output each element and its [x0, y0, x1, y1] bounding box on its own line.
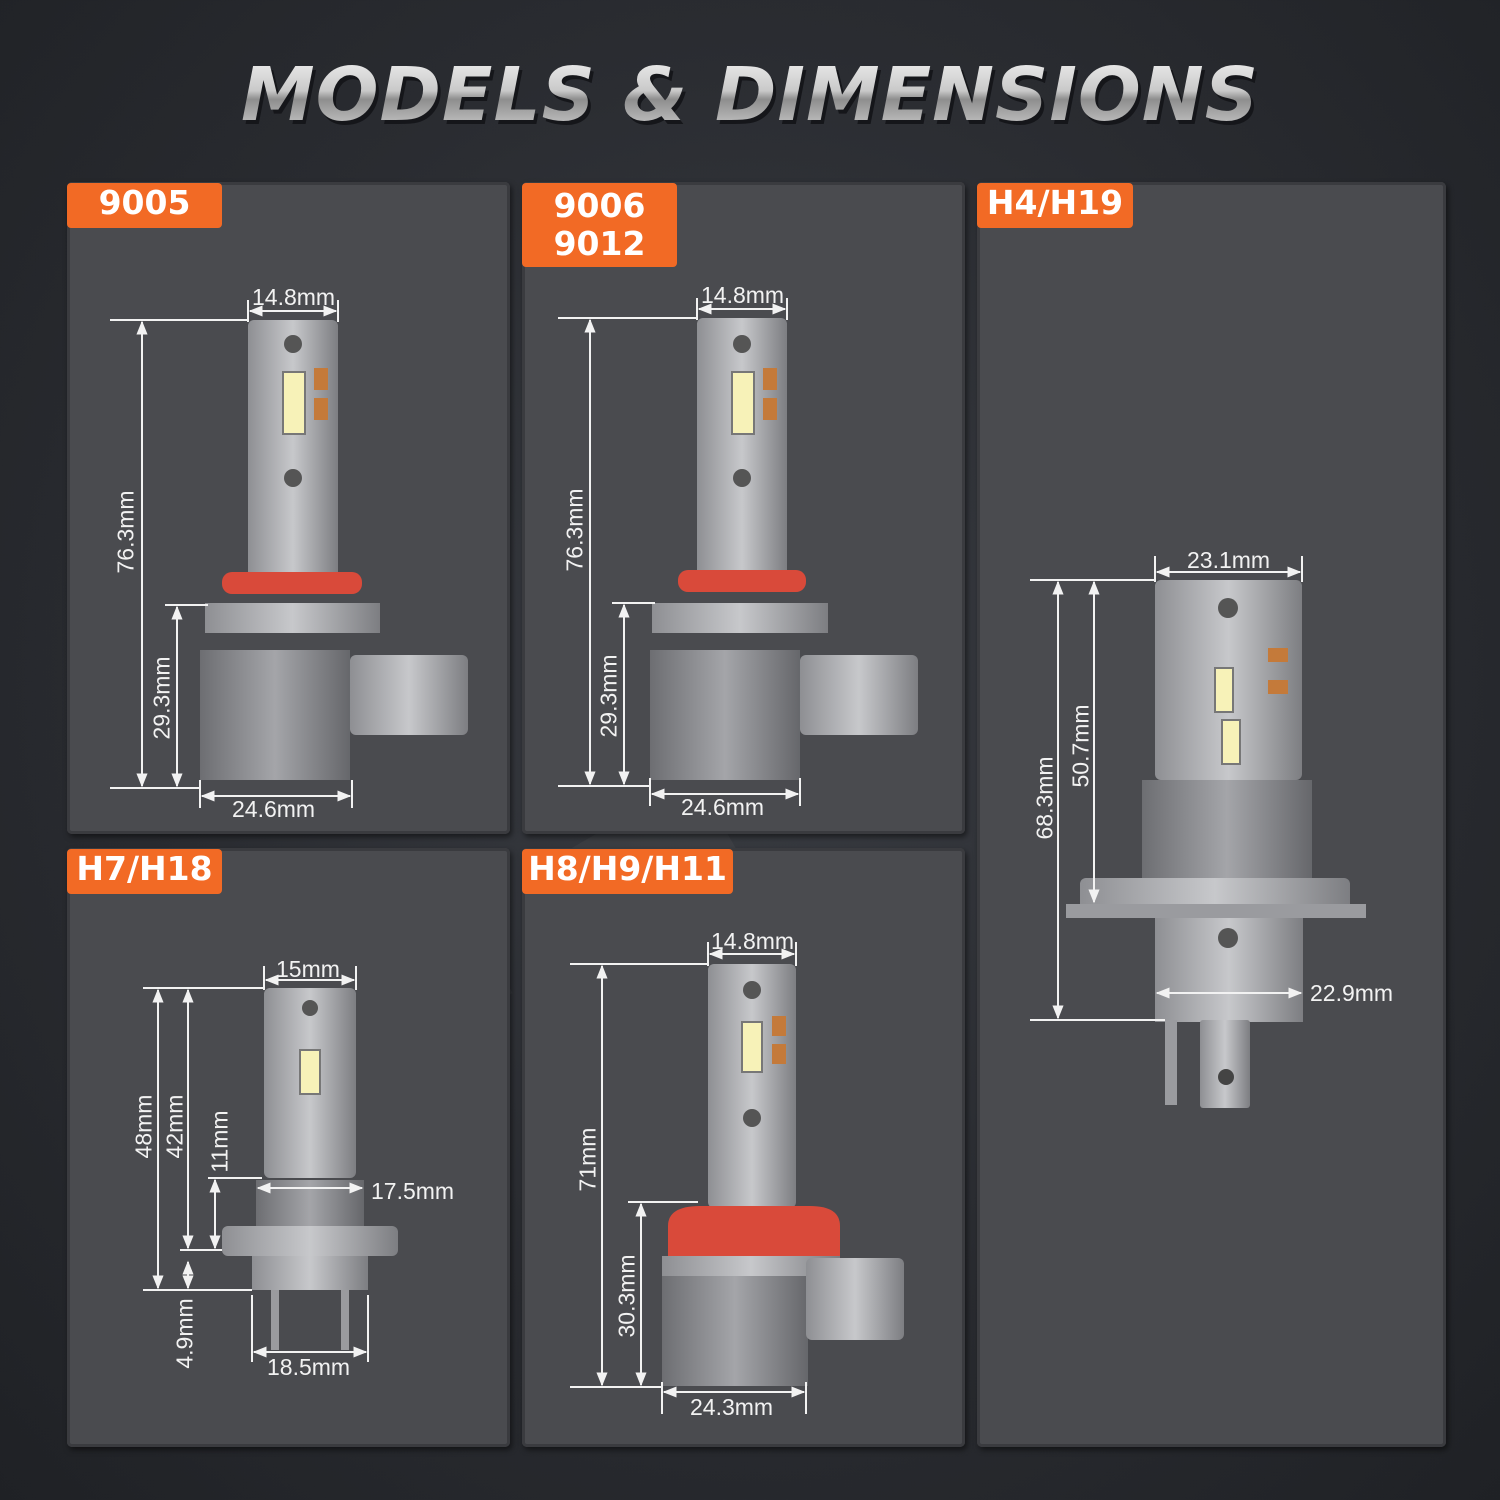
- model-badge-9005-label: 9005: [98, 183, 191, 222]
- dim-9005-total-height: 76.3mm: [112, 490, 139, 574]
- dim-h4-base-width: 22.9mm: [1310, 980, 1394, 1006]
- model-badge-h8-h9-h11: H8/H9/H11: [522, 849, 733, 894]
- bulb-h8-h9-h11: [662, 964, 904, 1386]
- model-badge-9012-label: 9012: [553, 224, 646, 263]
- bulb-h7-h18: [222, 988, 398, 1350]
- dim-h8-base-height: 30.3mm: [613, 1254, 640, 1338]
- model-badge-h4-h19: H4/H19: [977, 183, 1133, 228]
- model-badge-h8-h9-h11-label: H8/H9/H11: [528, 849, 727, 888]
- dim-h7-total-height: 48mm: [130, 1094, 157, 1159]
- model-badge-h7-h18: H7/H18: [67, 849, 222, 894]
- dim-h8-top-width: 14.8mm: [711, 928, 795, 954]
- model-badge-h4-h19-label: H4/H19: [986, 183, 1124, 222]
- dim-h7-pin-width: 18.5mm: [267, 1354, 351, 1380]
- dim-9005-top-width: 14.8mm: [252, 284, 336, 310]
- dim-h7-pin-height: 4.9mm: [171, 1298, 198, 1369]
- dim-9006-base-width: 24.6mm: [681, 794, 765, 820]
- dims-9006-9012: [558, 298, 801, 806]
- dims-9005: [110, 300, 353, 808]
- dim-9006-top-width: 14.8mm: [701, 282, 785, 308]
- page-title: MODELS & DIMENSIONS: [0, 52, 1500, 138]
- dim-h4-top-width: 23.1mm: [1187, 547, 1271, 573]
- model-badge-9006-9012: 9006 9012: [522, 183, 677, 267]
- dim-h8-base-width: 24.3mm: [690, 1394, 774, 1420]
- dims-h4-h19: [1030, 556, 1303, 1021]
- dims-h7-h18: [143, 966, 369, 1362]
- dim-9005-base-width: 24.6mm: [232, 796, 316, 822]
- dim-h7-fin-height: 11mm: [206, 1110, 233, 1173]
- model-badge-h7-h18-label: H7/H18: [76, 849, 213, 888]
- page-title-shadow: MODELS & DIMENSIONS: [3, 56, 1500, 142]
- dim-h7-fin-width: 17.5mm: [371, 1178, 455, 1204]
- model-badge-9005: 9005: [67, 183, 222, 228]
- bulb-9006-9012: [650, 318, 918, 780]
- model-badge-9006-label: 9006: [553, 186, 646, 225]
- dim-h7-top-width: 15mm: [276, 956, 340, 982]
- dim-9005-base-height: 29.3mm: [148, 656, 175, 740]
- dims-h8-h9-h11: [570, 942, 807, 1414]
- dim-h7-body-height: 42mm: [161, 1094, 188, 1159]
- dim-h8-total-height: 71mm: [574, 1127, 601, 1192]
- dim-h4-total-height: 68.3mm: [1031, 756, 1058, 840]
- dim-9006-base-height: 29.3mm: [595, 654, 622, 738]
- dim-h4-body-height: 50.7mm: [1067, 704, 1094, 788]
- bulb-h4-h19: [1066, 580, 1366, 1108]
- bulb-9005: [200, 320, 468, 780]
- dim-9006-total-height: 76.3mm: [561, 488, 588, 572]
